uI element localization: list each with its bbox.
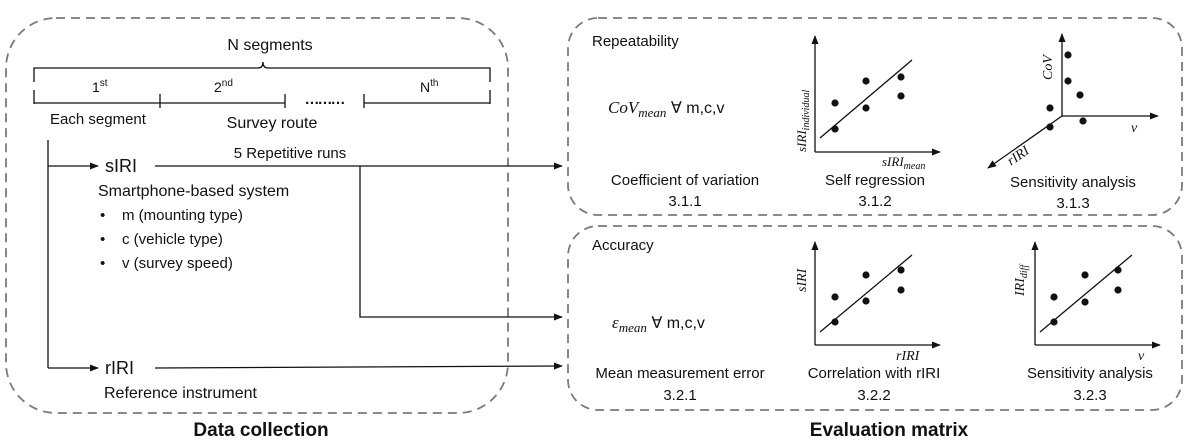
data-collection-title: Data collection: [193, 420, 328, 440]
data-point: [862, 77, 870, 85]
factor-bullet: •: [100, 231, 105, 248]
smartphone-system-label: Smartphone-based system: [98, 183, 289, 200]
data-point: [1046, 104, 1054, 112]
data-point: [1081, 298, 1089, 306]
factor-survey-speed: v (survey speed): [122, 255, 233, 272]
siri-to-accuracy-arrow: [359, 166, 563, 321]
survey-route-segments: [33, 90, 491, 108]
repeatability-panel: [567, 17, 1183, 216]
cov-label: Coefficient of variation: [611, 172, 759, 189]
correlation-label: Correlation with rIRI: [808, 365, 941, 382]
factor-bullet: •: [100, 207, 105, 224]
self-regression-plot: [811, 35, 941, 156]
correlation-plot: [811, 241, 941, 349]
accuracy-sensitivity-xlabel: v: [1138, 349, 1145, 364]
siri-label: sIRI: [105, 156, 137, 176]
factor-list: • m (mounting type) • c (vehicle type) •…: [100, 207, 243, 272]
n-segments-label: N segments: [227, 37, 312, 54]
data-point: [1081, 271, 1089, 279]
segment-nth-label: Nth: [420, 78, 438, 95]
evaluation-matrix-title: Evaluation matrix: [810, 420, 969, 440]
reference-instrument-label: Reference instrument: [104, 385, 258, 402]
axis-cov-label: CoV: [1041, 54, 1056, 80]
repeatability-heading: Repeatability: [592, 33, 679, 50]
data-point: [897, 73, 905, 81]
correlation-ylabel: sIRI: [795, 267, 810, 292]
data-point: [897, 92, 905, 100]
factor-vehicle-type: c (vehicle type): [122, 231, 223, 248]
data-point: [862, 104, 870, 112]
self-regression-section-number: 3.1.2: [858, 193, 891, 210]
data-point: [1114, 266, 1122, 274]
riri-label: rIRI: [105, 358, 134, 378]
segment-ellipsis: ………: [305, 91, 345, 108]
repetitive-runs-label: 5 Repetitive runs: [234, 145, 347, 162]
accuracy-sensitivity-label: Sensitivity analysis: [1027, 365, 1153, 382]
data-collection-panel: [5, 17, 509, 414]
data-point: [862, 297, 870, 305]
sensitivity-label: Sensitivity analysis: [1010, 174, 1136, 191]
data-point: [897, 286, 905, 294]
data-point: [831, 293, 839, 301]
data-point: [831, 125, 839, 133]
data-point: [1050, 318, 1058, 326]
data-point: [897, 266, 905, 274]
accuracy-sensitivity-ylabel: IRIdiff: [1013, 264, 1030, 297]
error-label: Mean measurement error: [595, 365, 764, 382]
accuracy-sensitivity-plot: [1031, 241, 1161, 349]
data-point: [1079, 117, 1087, 125]
accuracy-sensitivity-section-number: 3.2.3: [1073, 387, 1106, 404]
survey-route-label: Survey route: [227, 115, 318, 132]
factor-bullet: •: [100, 255, 105, 272]
factor-mounting-type: m (mounting type): [122, 207, 243, 224]
sensitivity-3d-plot: [987, 33, 1159, 169]
data-point: [862, 271, 870, 279]
data-point: [1114, 286, 1122, 294]
data-point: [1064, 77, 1072, 85]
regression-line: [819, 59, 913, 139]
self-regression-label: Self regression: [825, 172, 925, 189]
axis-riri-label: rIRI: [1005, 143, 1034, 169]
data-point: [831, 318, 839, 326]
axis-v-label: v: [1131, 121, 1138, 136]
data-point: [1046, 123, 1054, 131]
segments-brace: [33, 61, 491, 82]
data-point: [1064, 51, 1072, 59]
segment-1st-label: 1st: [92, 78, 108, 95]
self-regression-xlabel: sIRImean: [882, 154, 925, 172]
segment-2nd-label: 2nd: [214, 78, 233, 95]
cov-section-number: 3.1.1: [668, 193, 701, 210]
riri-to-accuracy-arrow: [154, 362, 563, 370]
data-point: [1076, 91, 1084, 99]
self-regression-ylabel: sIRIindividual: [794, 90, 812, 152]
sensitivity-section-number: 3.1.3: [1056, 195, 1089, 212]
data-point: [831, 99, 839, 107]
accuracy-panel: [567, 225, 1183, 411]
each-segment-label: Each segment: [50, 111, 147, 128]
error-section-number: 3.2.1: [663, 387, 696, 404]
correlation-section-number: 3.2.2: [857, 387, 890, 404]
accuracy-heading: Accuracy: [592, 237, 654, 254]
error-formula: εmean ∀ m,c,v: [612, 313, 705, 335]
data-point: [1050, 293, 1058, 301]
cov-formula: CoVmean ∀ m,c,v: [608, 98, 724, 120]
correlation-xlabel: rIRI: [896, 349, 921, 364]
